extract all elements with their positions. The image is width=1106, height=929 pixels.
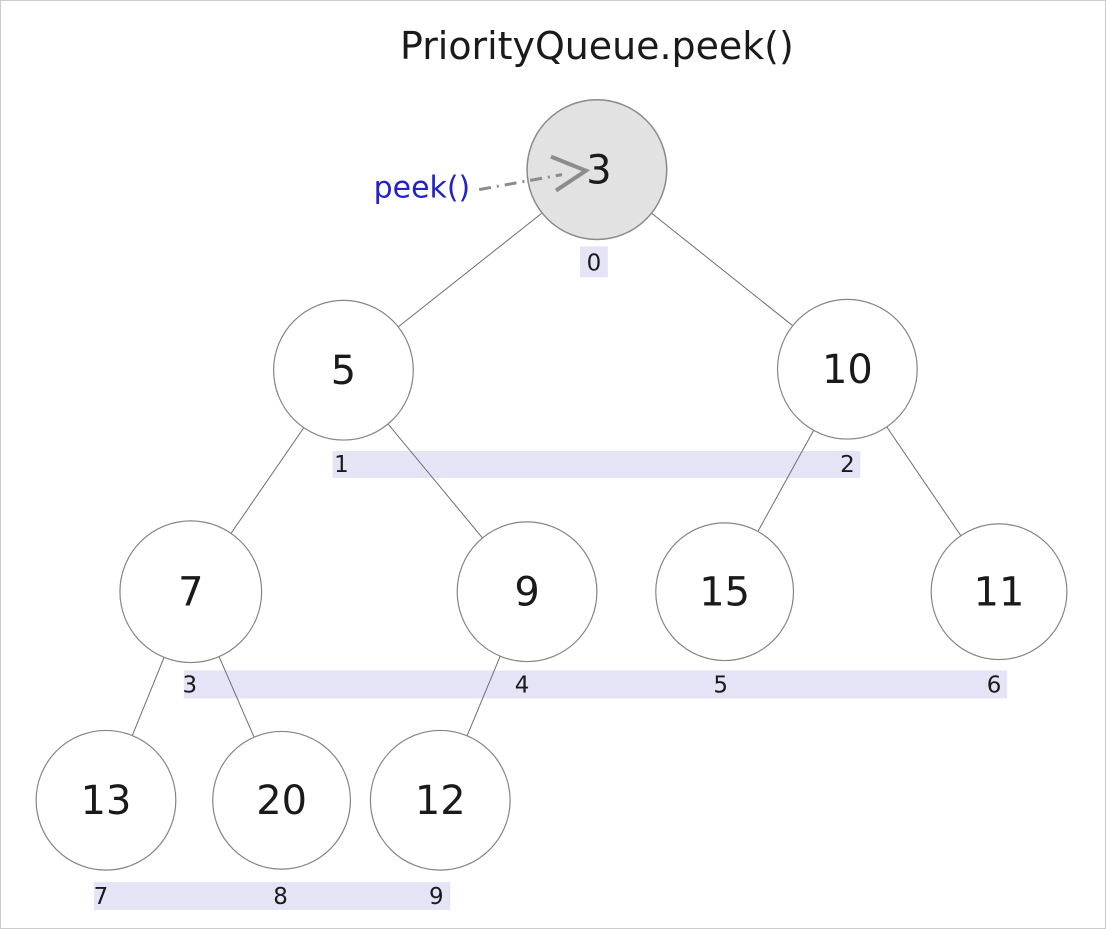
node-circle (930, 523, 1068, 661)
index-band-level-2 (183, 670, 1008, 699)
node-circle (273, 299, 414, 441)
index-label-6: 6 (987, 673, 1002, 699)
node-circle (35, 729, 177, 871)
node-value: 9 (514, 570, 539, 616)
diagram-title: PriorityQueue.peek() (400, 24, 794, 68)
index-label-1: 1 (334, 452, 349, 478)
node-value: 11 (974, 570, 1025, 616)
node-circle (212, 730, 352, 870)
node-value: 3 (586, 148, 611, 194)
index-label-5: 5 (713, 673, 728, 699)
heap-node: 15 (655, 522, 795, 662)
node-circle-highlighted (526, 99, 668, 241)
index-label-4: 4 (515, 673, 530, 699)
heap-node-root: 3 (526, 99, 668, 241)
index-label-7: 7 (94, 884, 109, 910)
index-band-level-3 (93, 882, 451, 911)
node-value: 13 (81, 778, 132, 824)
index-band-level-0 (579, 246, 608, 278)
heap-node: 20 (212, 730, 352, 870)
index-label-3: 3 (182, 673, 197, 699)
heap-node: 7 (119, 520, 263, 664)
heap-node: 9 (456, 521, 598, 663)
index-label-9: 9 (429, 884, 444, 910)
node-circle (456, 521, 598, 663)
node-value: 15 (699, 570, 750, 616)
index-band-level-1 (332, 451, 861, 478)
peek-arrow-line (478, 173, 563, 192)
node-value: 20 (256, 778, 307, 824)
node-circle (119, 520, 263, 664)
peek-arrow-head-icon (550, 154, 591, 193)
index-label-2: 2 (840, 452, 855, 478)
peek-annotation-label: peek() (374, 171, 471, 206)
node-circle (655, 522, 795, 662)
heap-node: 12 (369, 729, 511, 871)
node-circle (369, 729, 511, 871)
node-value: 12 (415, 778, 466, 824)
heap-node: 5 (273, 299, 414, 441)
heap-node: 11 (930, 523, 1068, 661)
heap-node: 10 (776, 298, 918, 440)
index-label-0: 0 (587, 250, 602, 276)
peek-annotation: peek() (374, 154, 591, 206)
node-circle (776, 298, 918, 440)
node-value: 7 (178, 570, 203, 616)
node-value: 5 (331, 348, 356, 394)
index-label-8: 8 (273, 884, 288, 910)
heap-node: 13 (35, 729, 177, 871)
node-value: 10 (822, 347, 873, 393)
